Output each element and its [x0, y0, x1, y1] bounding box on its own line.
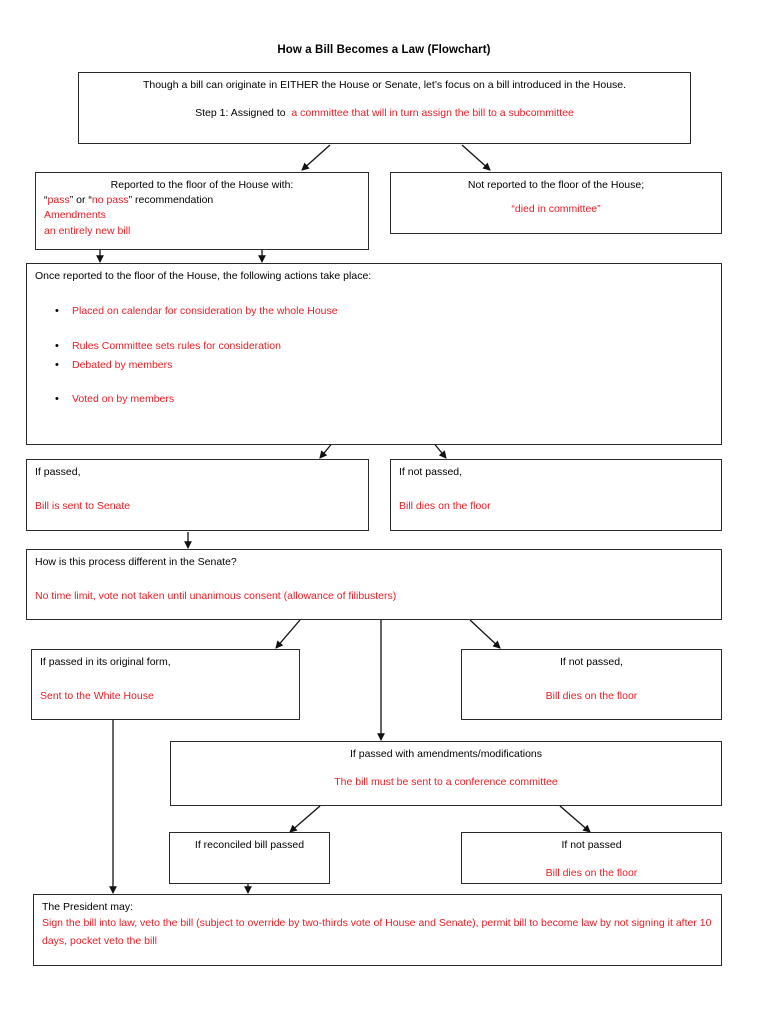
senate-not-passed-body: Bill dies on the floor — [545, 690, 638, 703]
house-passed-heading: If passed, — [35, 466, 81, 478]
president-body: Sign the bill into law, veto the bill (s… — [42, 917, 712, 948]
list-item: Rules Committee sets rules for considera… — [55, 339, 721, 354]
reconciled-not-passed-body: Bill dies on the floor — [545, 867, 638, 880]
reported-item-3: an entirely new bill — [44, 224, 131, 237]
box-amendments-conference: If passed with amendments/modifications … — [170, 741, 722, 806]
senate-original-body: Sent to the White House — [40, 690, 154, 703]
box-senate-original-form: If passed in its original form, Sent to … — [31, 649, 300, 720]
reported-heading: Reported to the floor of the House with: — [110, 179, 294, 191]
not-reported-heading: Not reported to the floor of the House; — [467, 179, 645, 191]
house-passed-body: Bill is sent to Senate — [35, 500, 131, 513]
senate-not-passed-heading: If not passed, — [559, 656, 624, 668]
reported-or: or — [73, 194, 89, 207]
arrow-senate-to-original — [275, 619, 301, 649]
reported-recommendation: recommendation — [132, 194, 214, 207]
intro-line-2: Step 1: Assigned to a committee that wil… — [87, 106, 682, 121]
senate-heading: How is this process different in the Sen… — [35, 556, 237, 568]
actions-bullet-2: Debated by members — [72, 358, 173, 371]
quote-open-pass: “ — [44, 194, 48, 207]
arrow-amendments-to-not-passed — [559, 805, 591, 833]
actions-bullet-3: Voted on by members — [72, 393, 175, 406]
box-president-options: The President may: Sign the bill into la… — [33, 894, 722, 966]
page-title: How a Bill Becomes a Law (Flowchart) — [277, 44, 491, 56]
box-house-not-passed: If not passed, Bill dies on the floor — [390, 459, 722, 531]
amendments-heading: If passed with amendments/modifications — [349, 748, 542, 760]
president-heading: The President may: — [42, 901, 134, 913]
intro-line-1: Though a bill can originate in EITHER th… — [142, 79, 627, 91]
arrow-amendments-to-reconciled — [289, 805, 321, 833]
senate-original-heading: If passed in its original form, — [40, 656, 171, 668]
reconciled-passed-heading: If reconciled bill passed — [194, 839, 305, 851]
not-reported-quoted: “died in committee” — [511, 203, 601, 216]
box-intro: Though a bill can originate in EITHER th… — [78, 72, 691, 144]
intro-step-label: Step 1: Assigned to — [195, 107, 286, 120]
box-reconciled-passed: If reconciled bill passed — [169, 832, 330, 884]
box-reconciled-not-passed: If not passed Bill dies on the floor — [461, 832, 722, 884]
actions-bullet-0: Placed on calendar for consideration by … — [72, 305, 338, 318]
quote-close-pass: ” — [69, 194, 74, 207]
actions-bullet-1: Rules Committee sets rules for considera… — [72, 339, 281, 352]
actions-heading: Once reported to the floor of the House,… — [35, 270, 372, 282]
amendments-body: The bill must be sent to a conference co… — [334, 776, 558, 789]
quote-open-nopass: “ — [88, 194, 92, 207]
house-not-passed-body: Bill dies on the floor — [399, 500, 491, 513]
house-not-passed-heading: If not passed, — [399, 466, 463, 478]
intro-step-value: a committee that will in turn assign the… — [291, 107, 574, 120]
reported-item-1: “pass” or “no pass” recommendation — [44, 193, 360, 208]
box-house-actions: Once reported to the floor of the House,… — [26, 263, 722, 445]
arrow-intro-to-not-reported — [461, 144, 491, 171]
list-item: Voted on by members — [55, 392, 721, 407]
box-reported-to-floor: Reported to the floor of the House with:… — [35, 172, 369, 250]
reconciled-not-passed-heading: If not passed — [561, 839, 622, 851]
box-senate-not-passed: If not passed, Bill dies on the floor — [461, 649, 722, 720]
arrow-senate-to-not-passed — [469, 619, 501, 649]
senate-body: No time limit, vote not taken until unan… — [35, 590, 397, 603]
quote-close-nopass: ” — [128, 194, 133, 207]
reported-pass: pass — [47, 194, 70, 207]
actions-bullet-list: Placed on calendar for consideration by … — [27, 304, 721, 407]
box-house-passed: If passed, Bill is sent to Senate — [26, 459, 369, 531]
box-not-reported: Not reported to the floor of the House; … — [390, 172, 722, 234]
list-item: Debated by members — [55, 358, 721, 373]
arrow-intro-to-reported — [301, 144, 331, 171]
reported-item-2: Amendments — [44, 209, 106, 222]
list-item: Placed on calendar for consideration by … — [55, 304, 721, 319]
box-senate-process: How is this process different in the Sen… — [26, 549, 722, 620]
reported-no-pass: no pass — [91, 194, 129, 207]
